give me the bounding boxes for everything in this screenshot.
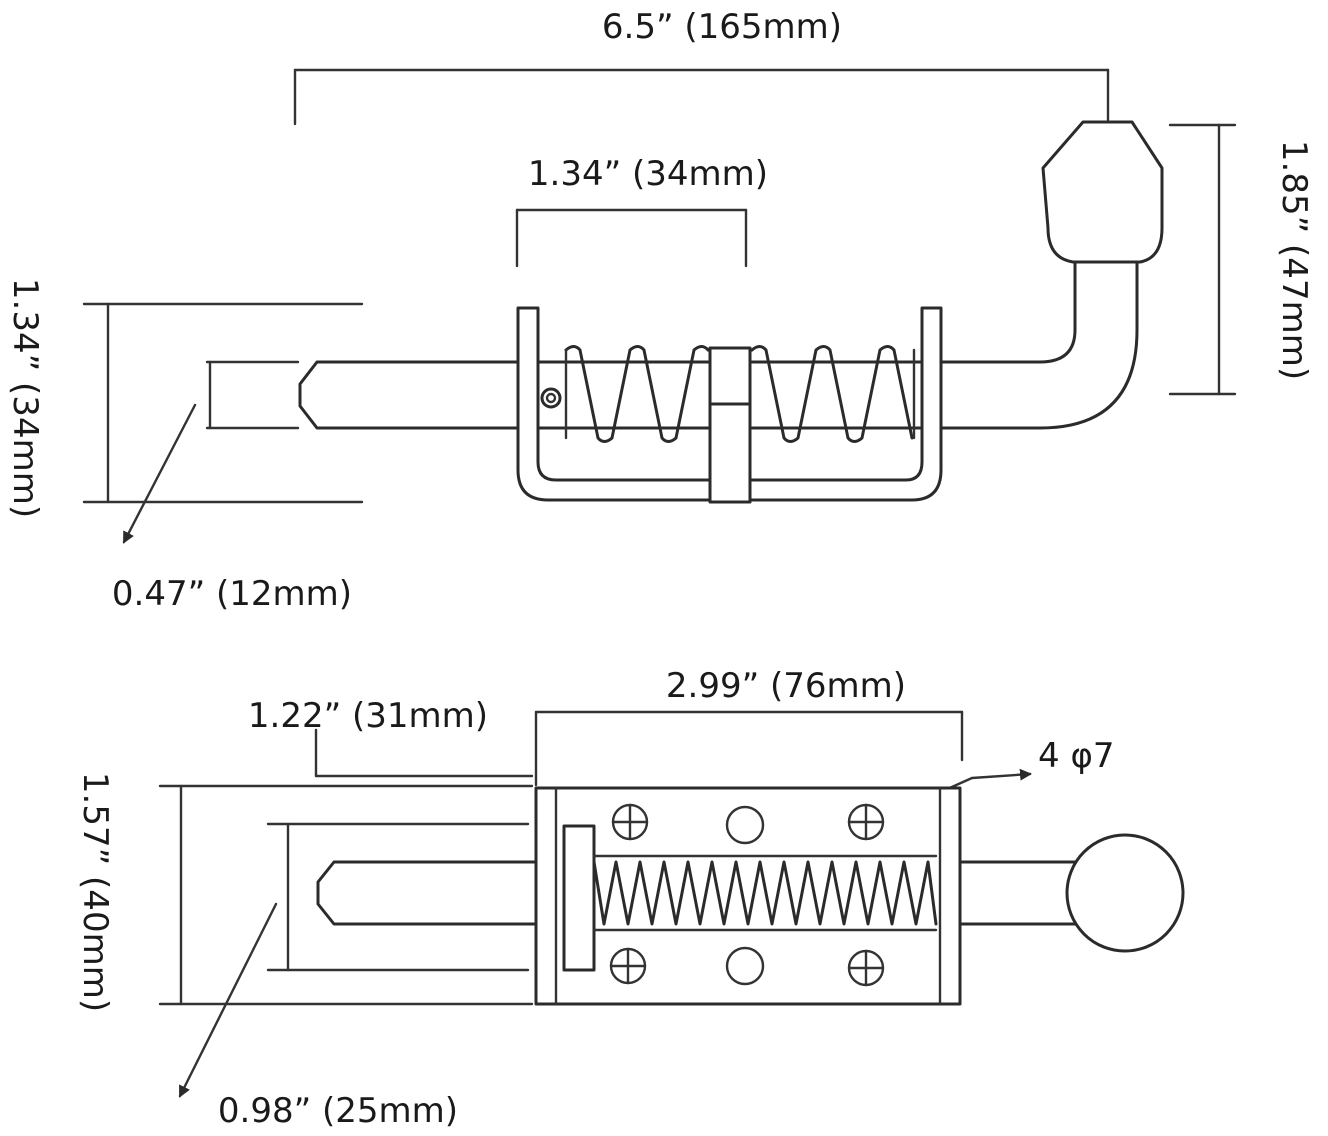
bolt-travel-dimension: 1.22” (31mm): [248, 696, 534, 778]
latch-top-view: [316, 786, 1185, 1006]
bolt-travel-label: 1.22” (31mm): [248, 696, 488, 736]
center-hole-bottom: [725, 946, 765, 986]
base-width-label: 1.57” (40mm): [75, 772, 115, 1012]
overall-length-dimension: 6.5” (165mm): [293, 7, 1110, 126]
mounting-hole-top-left: [611, 803, 649, 841]
base-plate: [534, 786, 962, 1006]
lock-tab: [708, 402, 752, 504]
handle-height-dimension: 1.85” (47mm): [1168, 123, 1314, 396]
collar: [708, 346, 752, 406]
mounting-hole-bottom-right: [847, 949, 885, 987]
bracket-height-label: 1.34” (34mm): [5, 278, 45, 518]
handle-ball: [1065, 833, 1185, 953]
mounting-hole-bottom-left: [609, 947, 647, 985]
bracket-height-dimension: 1.34” (34mm): [5, 278, 364, 518]
handle-knob: [1041, 120, 1164, 264]
center-hole-top: [725, 805, 765, 845]
keeper-width-label: 0.98” (25mm): [218, 1091, 458, 1131]
mounting-holes-label: 4 φ7: [1038, 736, 1115, 776]
pin-diameter-dimension: 0.47” (12mm): [112, 360, 352, 614]
base-width-dimension: 1.57” (40mm): [75, 772, 534, 1012]
housing-width-dimension: 1.34” (34mm): [515, 154, 768, 268]
base-length-dimension: 2.99” (76mm): [534, 666, 964, 787]
pin-diameter-label: 0.47” (12mm): [112, 574, 352, 614]
housing-width-label: 1.34” (34mm): [528, 154, 768, 194]
top-view: 6.5” (165mm) 1.34” (34mm) 1.85” (47mm) 1…: [5, 7, 1314, 614]
spring-stop: [562, 824, 596, 972]
retaining-pin: [540, 387, 562, 409]
handle-height-label: 1.85” (47mm): [1274, 140, 1314, 380]
keeper-width-dimension: 0.98” (25mm): [178, 822, 530, 1131]
bottom-spring-coils: [592, 854, 938, 932]
spring-coils: [564, 345, 916, 443]
base-length-label: 2.99” (76mm): [666, 666, 906, 706]
mounting-hole-top-right: [847, 803, 885, 841]
bracket: [516, 306, 943, 502]
latch-side-view: [298, 120, 1164, 504]
overall-length-label: 6.5” (165mm): [602, 7, 842, 47]
bottom-view: 1.22” (31mm) 2.99” (76mm) 4 φ7 1.57” (40…: [75, 666, 1185, 1131]
